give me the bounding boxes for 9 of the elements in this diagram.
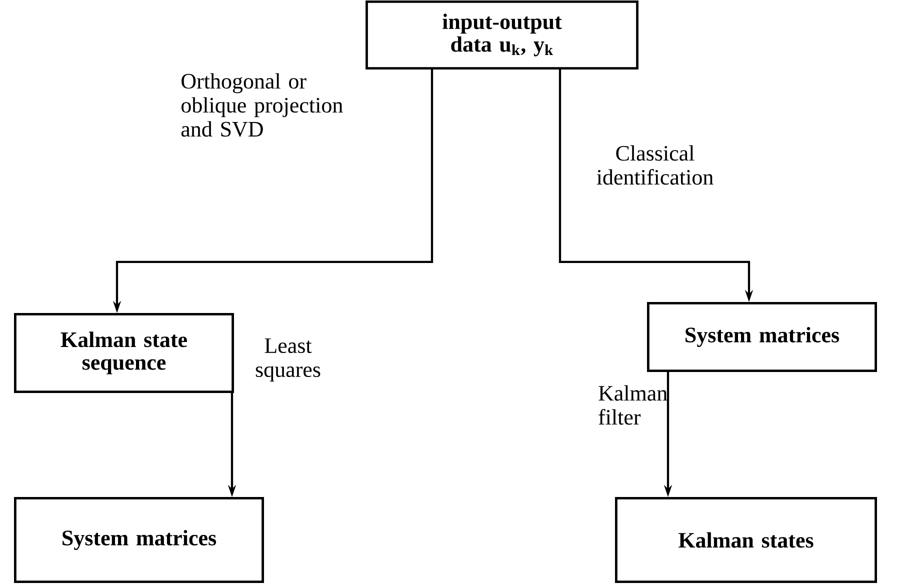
process-box: System matrices — [14, 497, 264, 583]
edge-label: Classical identification — [587, 144, 723, 186]
edge-label: Orthogonal or oblique projection and SVD — [179, 72, 361, 138]
process-box: Kalman state sequence — [14, 313, 234, 393]
process-box: System matrices — [647, 302, 877, 372]
process-box: input-output data u$_{k}$, y$_{k}$ — [366, 0, 638, 70]
process-box: Kalman states — [615, 497, 877, 583]
edge-label: Least squares — [245, 337, 331, 383]
edge-label: Kalman filter — [596, 384, 668, 426]
